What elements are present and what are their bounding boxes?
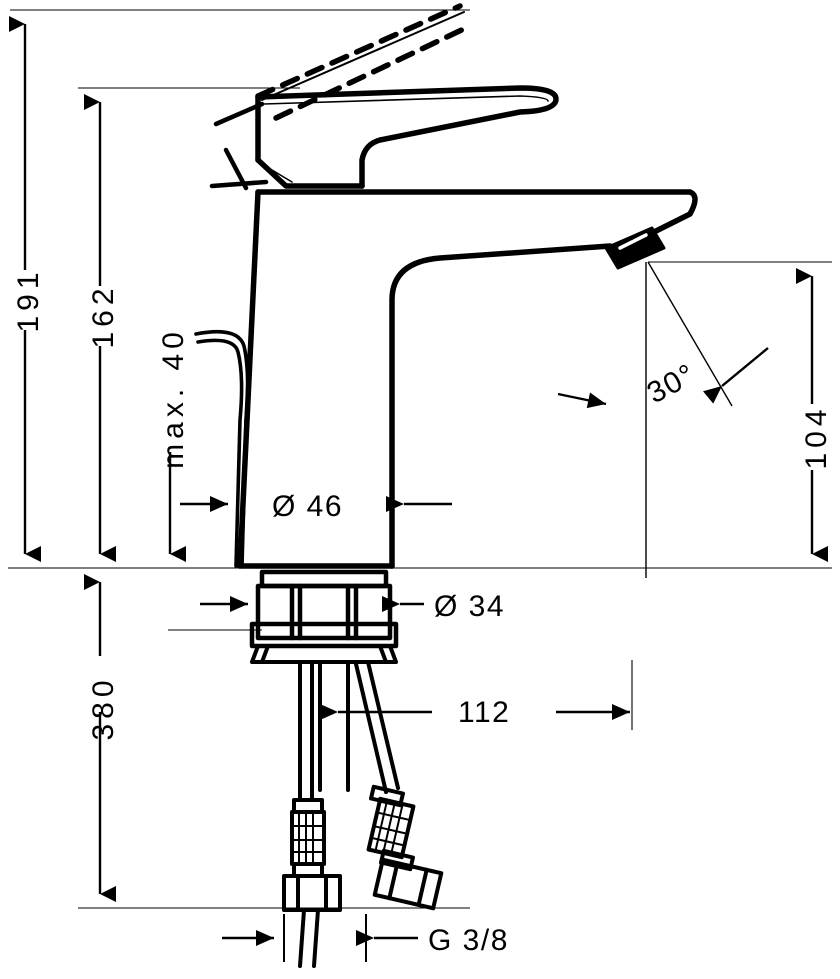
- extension-lines: [8, 9, 832, 909]
- lever-handle-open-thin: [261, 11, 465, 101]
- g38-extension-ticks: [283, 914, 367, 962]
- dim-label-112: 112: [458, 696, 510, 729]
- aerator-icon: [604, 226, 666, 270]
- faucet-outline: [194, 3, 698, 968]
- dim-label-380: 380: [87, 675, 120, 740]
- pop-up-rod: [194, 329, 250, 568]
- dim-30-right-arrow: [703, 347, 769, 404]
- dim-label-max40: max. 40: [157, 327, 190, 469]
- faucet-shank: [249, 569, 399, 649]
- dim-label-dia34: Ø 34: [434, 590, 505, 623]
- hose-left: [282, 662, 342, 968]
- dim-label-dia46: Ø 46: [272, 490, 343, 523]
- handle-pivot-marks: [209, 101, 269, 191]
- dim-30-left-arrow: [557, 392, 607, 409]
- dim-label-162: 162: [87, 283, 120, 348]
- dimension-lines: [9, 16, 828, 946]
- lever-handle-detail: [261, 95, 549, 183]
- dimension-texts: 191 162 max. 40 380 104 Ø 46 Ø 34 112 30…: [12, 267, 833, 957]
- hose-right: [354, 660, 444, 911]
- angle-slant-ref: [647, 261, 733, 407]
- dim-label-g38: G 3/8: [428, 924, 509, 957]
- cartridge-rod: [318, 660, 350, 792]
- dim-label-30deg: 30°: [642, 358, 702, 411]
- dim-label-104: 104: [800, 404, 833, 469]
- dim-label-191: 191: [12, 267, 45, 332]
- mounting-nut: [250, 644, 398, 664]
